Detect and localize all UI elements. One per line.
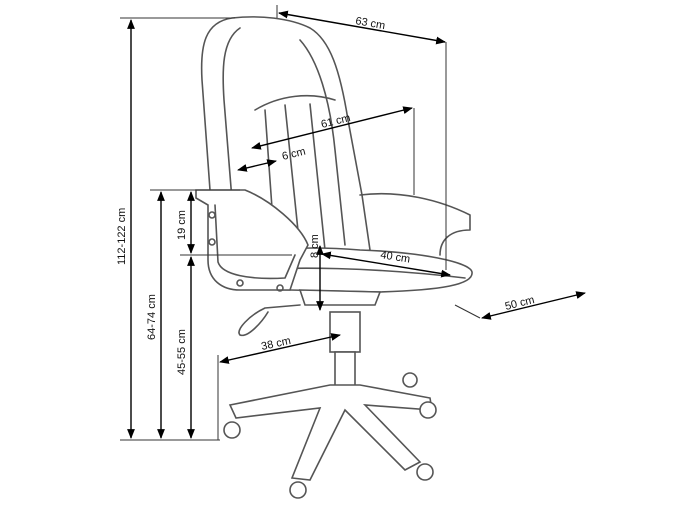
label-seat-thickness: 8 cm [309,234,321,258]
label-seat-depth: 40 cm [380,249,411,266]
label-total-height: 112-122 cm [116,208,128,265]
label-overall-width: 63 cm [354,15,386,32]
label-base-radius: 38 cm [260,335,292,353]
label-backrest-thickness: 6 cm [281,145,307,162]
dimension-arrows [127,10,586,439]
extension-lines [120,5,481,441]
chair-illustration [195,16,473,499]
label-armrest-height: 64-74 cm [146,294,158,340]
label-armrest-above-seat: 19 cm [176,210,188,240]
label-seat-height: 45-55 cm [176,329,188,375]
label-seat-width: 50 cm [504,294,536,313]
